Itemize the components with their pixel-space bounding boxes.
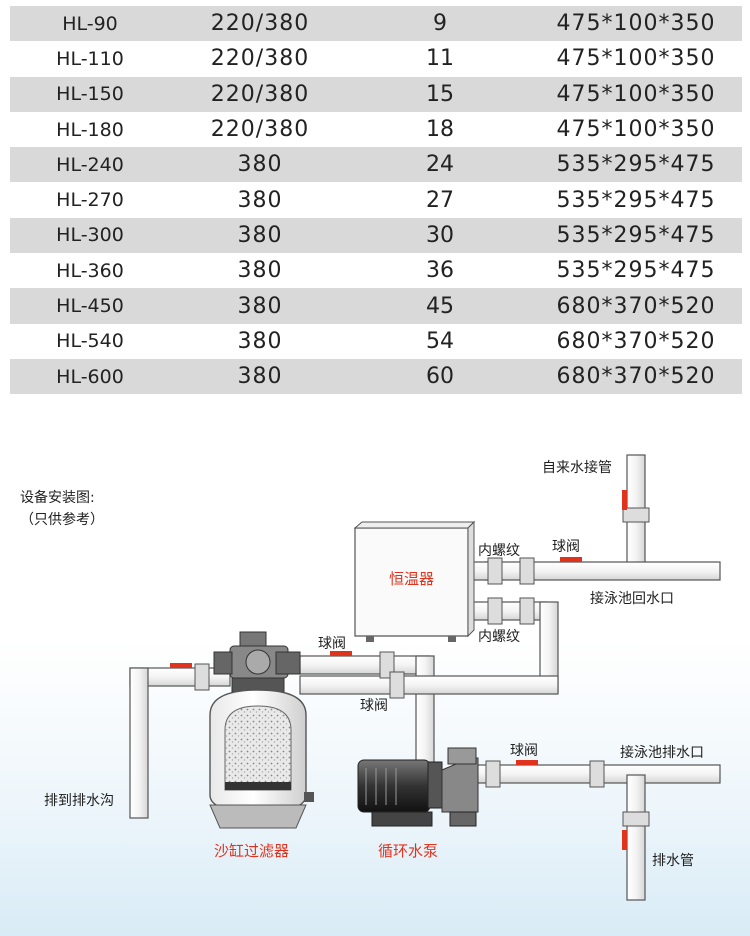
model-cell: HL-180 [56, 118, 124, 141]
label-ball-valve-4: 球阀 [510, 743, 538, 759]
label-ball-valve-1: 球阀 [552, 539, 580, 555]
filter-output-pipe [299, 655, 431, 675]
power-cell: 45 [350, 288, 530, 324]
power-cell: 27 [426, 187, 454, 213]
dimensions-cell: 680*370*520 [556, 328, 716, 354]
table-row: HL-180 220/380 18 475*100*350 [10, 112, 742, 147]
circulation-pump [357, 747, 479, 827]
diagram-subtitle: （只供参考） [20, 512, 104, 528]
voltage-cell: 220/380 [210, 46, 310, 72]
voltage-cell: 380 [237, 328, 283, 354]
model-cell: HL-600 [10, 358, 170, 395]
label-ball-valve-3: 球阀 [360, 698, 388, 714]
label-pump: 循环水泵 [378, 842, 439, 860]
voltage-cell: 380 [237, 187, 283, 213]
label-pool-drain: 接泳池排水口 [620, 745, 704, 761]
label-heater: 恒温器 [389, 570, 435, 588]
dimensions-cell: 475*100*350 [556, 117, 716, 143]
dimensions-cell: 535*295*475 [530, 147, 742, 183]
power-cell: 36 [426, 258, 454, 284]
model-cell: HL-110 [56, 47, 124, 70]
dimensions-cell: 680*370*520 [530, 358, 742, 395]
dimensions-cell: 680*370*520 [530, 288, 742, 324]
voltage-cell: 220/380 [210, 117, 310, 143]
table-row: HL-540 380 54 680*370*520 [10, 324, 742, 359]
sewer-drop-pipe [129, 667, 149, 819]
ball-valve-1 [560, 557, 582, 562]
voltage-cell: 380 [170, 358, 350, 395]
label-pool-return: 接泳池回水口 [590, 591, 674, 607]
drain-pipe [626, 774, 646, 901]
dimensions-cell: 535*295*475 [556, 187, 716, 213]
heater-unit [353, 520, 476, 642]
bypass-pipe [299, 675, 559, 695]
voltage-cell: 220/380 [170, 6, 350, 42]
label-tap-water: 自来水接管 [542, 460, 612, 476]
multiport-valve [213, 631, 301, 693]
power-cell: 18 [426, 117, 454, 143]
model-cell: HL-540 [56, 330, 124, 353]
waste-valve [170, 663, 192, 668]
dimensions-cell: 475*100*350 [530, 6, 742, 42]
voltage-cell: 380 [170, 288, 350, 324]
label-inner-thread-1: 内螺纹 [478, 543, 520, 559]
label-ball-valve-2: 球阀 [318, 636, 346, 652]
dimensions-cell: 475*100*350 [556, 46, 716, 72]
voltage-cell: 220/380 [170, 76, 350, 112]
model-cell: HL-150 [10, 76, 170, 112]
model-cell: HL-360 [56, 259, 124, 282]
voltage-cell: 380 [170, 147, 350, 183]
label-inner-thread-2: 内螺纹 [478, 629, 520, 645]
table-row: HL-110 220/380 11 475*100*350 [10, 41, 742, 76]
power-cell: 24 [350, 147, 530, 183]
sand-filter-tank [209, 689, 314, 829]
model-cell: HL-270 [56, 189, 124, 212]
label-drain-pipe: 排水管 [652, 853, 694, 869]
pump-to-filter-riser [415, 655, 435, 767]
dimensions-cell: 475*100*350 [530, 76, 742, 112]
ball-valve-4 [516, 760, 538, 765]
diagram-title: 设备安装图: [20, 490, 95, 506]
ball-valves [170, 490, 627, 850]
model-cell: HL-240 [10, 147, 170, 183]
voltage-cell: 380 [237, 258, 283, 284]
voltage-cell: 380 [170, 217, 350, 254]
model-cell: HL-300 [10, 217, 170, 254]
model-cell: HL-450 [10, 288, 170, 324]
power-cell: 11 [426, 46, 454, 72]
label-to-sewer: 排到排水沟 [44, 793, 114, 809]
table-row: HL-270 380 27 535*295*475 [10, 182, 742, 217]
power-cell: 54 [426, 328, 454, 354]
drain-valve [622, 830, 627, 850]
label-sand-filter: 沙缸过滤器 [214, 842, 290, 860]
power-cell: 60 [350, 358, 530, 395]
dimensions-cell: 535*295*475 [530, 217, 742, 254]
ball-valve-2 [330, 651, 352, 656]
power-cell: 9 [350, 6, 530, 42]
power-cell: 15 [350, 76, 530, 112]
pipe-couplings [194, 507, 650, 827]
dimensions-cell: 535*295*475 [556, 258, 716, 284]
model-cell: HL-90 [10, 6, 170, 42]
power-cell: 30 [350, 217, 530, 254]
tap-valve [622, 490, 627, 510]
table-row: HL-360 380 36 535*295*475 [10, 253, 742, 288]
